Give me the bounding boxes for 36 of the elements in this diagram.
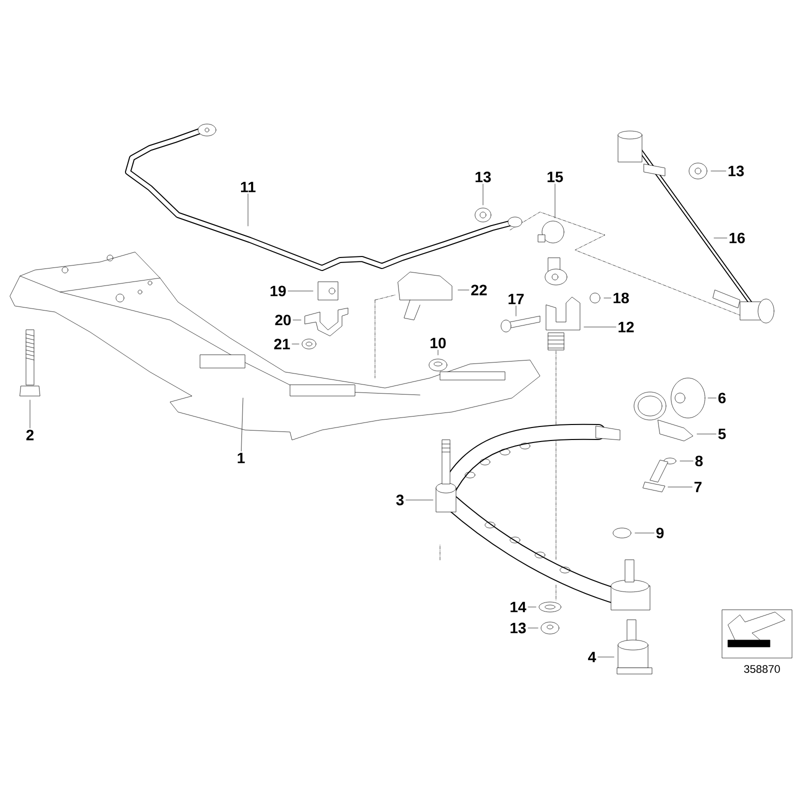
leader-line — [680, 460, 694, 462]
leader-line — [584, 326, 616, 328]
leader-line — [288, 290, 314, 292]
callout-number: 9 — [656, 528, 664, 538]
leader-line — [554, 184, 556, 218]
callout-number: 2 — [26, 430, 34, 440]
callout-number: 22 — [471, 284, 487, 296]
callout-number: 20 — [275, 314, 291, 326]
callout-number: 6 — [718, 392, 726, 404]
leader-line — [241, 398, 244, 452]
callout-number: 8 — [695, 456, 703, 466]
callout-number: 18 — [614, 292, 629, 304]
callout-number: 13 — [728, 166, 744, 176]
callout-number: 15 — [548, 172, 563, 182]
leader-line — [634, 532, 654, 534]
leader-line — [668, 486, 692, 488]
callout-number: 13 — [510, 622, 526, 634]
callout-number: 12 — [618, 322, 634, 332]
drawing-number: 358870 — [744, 665, 780, 673]
callout-number: 19 — [270, 286, 286, 296]
callout-number: 13 — [476, 172, 491, 182]
callout-number: 3 — [396, 494, 404, 506]
leader-line — [482, 184, 484, 206]
callout-number: 10 — [430, 338, 446, 348]
leader-line — [528, 606, 536, 608]
callout-number: 16 — [730, 232, 745, 244]
callout-number: 1 — [238, 452, 245, 464]
callout-number: 21 — [274, 338, 290, 350]
callout-number: 5 — [718, 428, 726, 440]
callout-number: 17 — [508, 294, 524, 304]
leader-line — [710, 170, 726, 172]
callout-number: 14 — [510, 602, 526, 612]
callout-number: 11 — [241, 182, 256, 192]
callout-number: 4 — [588, 652, 596, 662]
leader-line — [598, 656, 614, 658]
callout-number: 7 — [694, 482, 702, 492]
